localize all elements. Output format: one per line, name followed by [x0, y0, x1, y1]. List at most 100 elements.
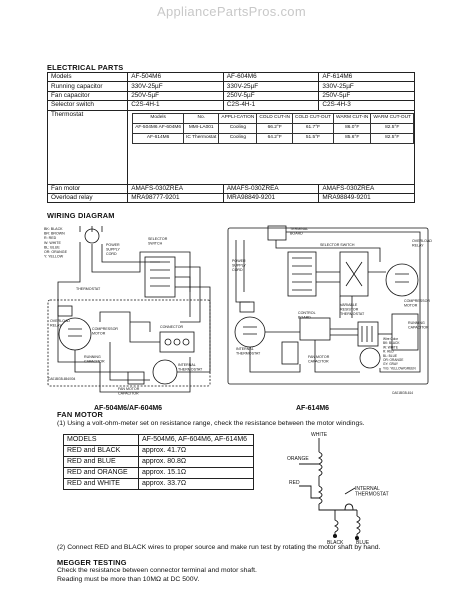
electrical-parts-title: ELECTRICAL PARTS: [47, 63, 124, 72]
row-label: Selector switch: [46, 100, 129, 111]
th-cell: 61.7°F: [292, 122, 334, 134]
wd-black: BLACK: [327, 540, 344, 546]
th-cell: AF-614M6: [132, 132, 185, 144]
fan-motor-step1: (1) Using a volt-ohm-meter set on resist…: [57, 420, 365, 427]
fan-capacitor-row: Fan capacitor 250V-5µF 250V-5µF 250V-5µF: [46, 90, 415, 102]
row-label: Running capacitor: [46, 81, 129, 92]
selector-switch-row: Selector switch C2S-4H-1 C2S-4H-1 C2S-4H…: [46, 100, 415, 111]
watermark: AppliancePartsPros.com: [157, 4, 306, 19]
fan-motor-title: FAN MOTOR: [57, 410, 104, 419]
th-cell: Cooling: [218, 122, 258, 134]
running-capacitor-row: Running capacitor 330V-25µF 330V-25µF 33…: [46, 81, 415, 92]
fm-row: RED and WHITE approx. 33.7Ω: [63, 478, 254, 490]
wiring-diagram-title: WIRING DIAGRAM: [47, 211, 115, 220]
th-cell: Cooling: [218, 132, 258, 144]
th-header: Models: [132, 112, 185, 124]
th-cell: 82.5°F: [370, 132, 414, 144]
fan-motor-row: Fan motor AMAFS-030ZREA AMAFS-030ZREA AM…: [46, 183, 415, 194]
fan-motor-step2: (2) Connect RED and BLACK wires to prope…: [57, 544, 381, 551]
cell: C2S-4H-1: [222, 100, 320, 111]
fm-cell: RED and BLACK: [63, 445, 139, 457]
cell: 330V-25µF: [318, 81, 415, 92]
cell: AMAFS-030ZREA: [127, 183, 224, 194]
wd-orange: ORANGE: [287, 456, 309, 462]
model-1: AF-504M6: [127, 71, 224, 83]
wd-white: WHITE: [311, 432, 328, 438]
th-header: APPLI-CATION: [218, 112, 258, 124]
overload-relay-row: Overload relay MRA98777-9201 MRA98849-92…: [46, 192, 415, 204]
thermostat-row-2: AF-614M6 IC Thermostat Cooling 64.2°F 51…: [132, 132, 414, 144]
model-3: AF-614M6: [318, 71, 415, 83]
megger-title: MEGGER TESTING: [57, 558, 127, 567]
left-wiring-diagram: [47, 226, 211, 393]
thermostat-row-1: AF-504M6 AF-604M6 MMI-LA001 Cooling 66.2…: [132, 122, 414, 134]
wd-red: RED: [289, 480, 300, 486]
fm-row: RED and BLUE approx. 80.8Ω: [63, 456, 254, 468]
fm-row: RED and BLACK approx. 41.7Ω: [63, 445, 254, 457]
models-label: Models: [46, 71, 129, 83]
cell: MRA98849-9201: [222, 192, 320, 204]
megger-line2: Reading must be more than 10MΩ at DC 500…: [57, 576, 200, 583]
cell: 330V-25µF: [222, 81, 320, 92]
fm-cell: RED and BLUE: [63, 456, 139, 468]
thermostat-row: Thermostat Models No. APPLI-CATION COLD …: [46, 109, 415, 185]
right-selector-label: SELECTOR SWITCH: [320, 243, 355, 247]
cell: AMAFS-030ZREA: [318, 183, 415, 194]
fm-cell: approx. 80.8Ω: [138, 456, 254, 468]
fm-cell: RED and ORANGE: [63, 467, 139, 479]
th-cell: 86.0°F: [332, 122, 372, 134]
th-cell: 82.5°F: [370, 122, 414, 134]
fm-cell: RED and WHITE: [63, 478, 139, 490]
left-thermostat-label: THERMOSTAT: [76, 287, 101, 291]
fm-cell: approx. 41.7Ω: [138, 445, 254, 457]
fm-row: RED and ORANGE approx. 15.1Ω: [63, 467, 254, 479]
thermostat-subtable: Models No. APPLI-CATION COLD CUT-IN COLD…: [132, 112, 414, 144]
cell: 250V-5µF: [222, 90, 320, 102]
fm-cell: approx. 33.7Ω: [138, 478, 254, 490]
left-diagram-caption: AF-504M6/AF-604M6: [94, 405, 163, 412]
th-cell: AF-504M6 AF-604M6: [132, 122, 185, 134]
cell: C2S-4H-3: [318, 100, 415, 111]
fm-header: MODELS: [63, 434, 139, 446]
row-label: Fan capacitor: [46, 90, 129, 102]
fm-cell: approx. 15.1Ω: [138, 467, 254, 479]
fm-header-row: MODELS AF-504M6, AF-604M6, AF-614M6: [63, 434, 254, 446]
cell: 250V-5µF: [127, 90, 224, 102]
thermostat-label: Thermostat: [46, 109, 129, 185]
th-cell: 64.2°F: [256, 132, 293, 144]
left-code: CA01BGB-654/004: [48, 377, 76, 381]
th-header: WARM CUT-OUT: [370, 112, 414, 124]
thermostat-subtable-cell: Models No. APPLI-CATION COLD CUT-IN COLD…: [127, 109, 415, 185]
megger-line1: Check the resistance between connector t…: [57, 567, 257, 574]
models-row: Models AF-504M6 AF-604M6 AF-614M6: [46, 71, 415, 83]
right-code: CA01BGB-614: [392, 391, 413, 395]
cell: C2S-4H-1: [127, 100, 224, 111]
cell: AMAFS-030ZREA: [222, 183, 320, 194]
th-header: No.: [183, 112, 220, 124]
right-diagram-caption: AF-614M6: [296, 405, 330, 412]
row-label: Overload relay: [46, 192, 129, 204]
wd-blue: BLUE: [356, 540, 370, 546]
cell: MRA98777-9201: [127, 192, 224, 204]
cell: 250V-5µF: [318, 90, 415, 102]
th-header: COLD CUT-OUT: [292, 112, 334, 124]
